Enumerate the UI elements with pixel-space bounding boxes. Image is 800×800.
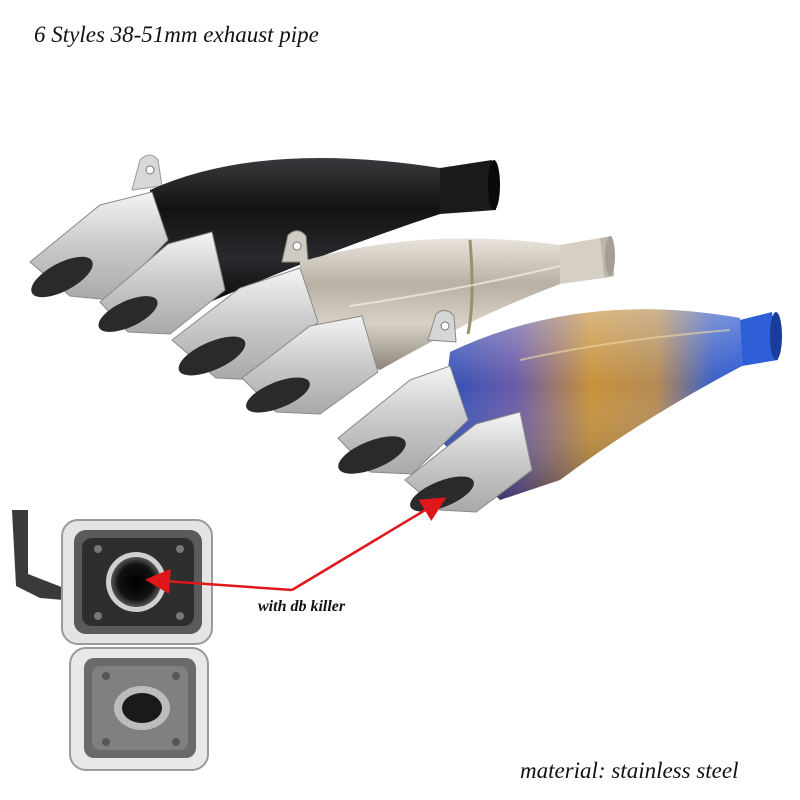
black-muffler — [29, 154, 500, 335]
stainless-muffler — [171, 230, 615, 415]
tip-closeup-inset — [12, 510, 213, 771]
titanium-muffler — [337, 309, 782, 513]
page-title: 6 Styles 38-51mm exhaust pipe — [34, 22, 319, 47]
db-killer-label: with db killer — [258, 598, 346, 615]
db-killer-callout-arrows — [145, 497, 447, 594]
material-caption: material: stainless steel — [520, 758, 739, 783]
